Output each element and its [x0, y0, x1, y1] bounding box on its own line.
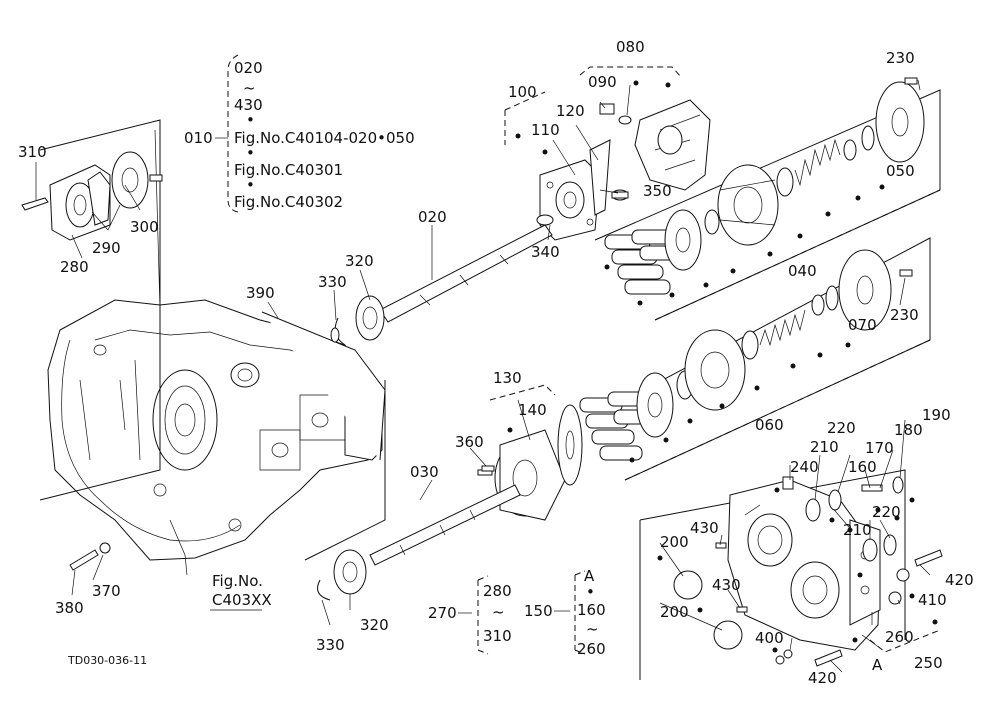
part-reference-dots — [507, 80, 938, 653]
label-190: 190 — [922, 406, 951, 424]
label-080: 080 — [616, 38, 645, 56]
motor-cylinder-060 — [579, 249, 913, 461]
label-250: 250 — [914, 654, 943, 672]
label-320-top: 320 — [345, 252, 374, 270]
label-010: 010 — [184, 129, 213, 147]
label-200-bottom: 200 — [660, 603, 689, 621]
label-390: 390 — [246, 284, 275, 302]
label-170: 170 — [865, 439, 894, 457]
label-150-first: A — [584, 567, 595, 585]
label-180: 180 — [894, 421, 923, 439]
label-150-tilde: ~ — [586, 620, 599, 638]
part-labels: 310 300 290 280 010 020 ~ 430 • Fig.No.C… — [18, 38, 974, 687]
label-010-tilde: ~ — [243, 79, 256, 97]
label-430-bottom: 430 — [712, 576, 741, 594]
label-160: 160 — [848, 458, 877, 476]
label-420-right: 420 — [945, 571, 974, 589]
label-290: 290 — [92, 239, 121, 257]
fasteners — [69, 191, 629, 571]
label-120: 120 — [556, 102, 585, 120]
label-110: 110 — [531, 121, 560, 139]
label-020: 020 — [418, 208, 447, 226]
label-360: 360 — [455, 433, 484, 451]
label-270: 270 — [428, 604, 457, 622]
label-330-bottom: 330 — [316, 636, 345, 654]
label-150-end: 260 — [577, 640, 606, 658]
label-070: 070 — [848, 316, 877, 334]
pump-cylinder-040 — [604, 77, 925, 295]
label-130: 130 — [493, 369, 522, 387]
label-010-bullet2: • — [246, 144, 255, 162]
label-330-top: 330 — [318, 273, 347, 291]
label-270-start: 280 — [483, 582, 512, 600]
label-150: 150 — [524, 602, 553, 620]
label-010-ref3: Fig.No.C40302 — [234, 193, 343, 211]
port-plate — [536, 139, 629, 241]
label-050: 050 — [886, 162, 915, 180]
cover-assembly-270 — [21, 151, 163, 241]
label-340: 340 — [531, 243, 560, 261]
spring-lower — [759, 309, 806, 347]
label-090: 090 — [588, 73, 617, 91]
input-shaft — [261, 224, 553, 461]
label-220-top: 220 — [827, 419, 856, 437]
label-430-top: 430 — [690, 519, 719, 537]
swash-plate-block — [599, 99, 711, 191]
label-210-bottom: 210 — [843, 521, 872, 539]
label-150-start: 160 — [577, 601, 606, 619]
label-220-bottom: 220 — [872, 503, 901, 521]
label-420-bottom: 420 — [808, 669, 837, 687]
label-010-ref1: Fig.No.C40104-020•050 — [234, 129, 415, 147]
label-260: 260 — [885, 628, 914, 646]
label-270-tilde: ~ — [492, 603, 505, 621]
label-040: 040 — [788, 262, 817, 280]
label-280: 280 — [60, 258, 89, 276]
label-010-range-end: 430 — [234, 96, 263, 114]
label-210-top: 210 — [810, 438, 839, 456]
label-150-bullet: • — [586, 583, 595, 601]
label-400: 400 — [755, 629, 784, 647]
label-270-end: 310 — [483, 627, 512, 645]
label-housing-ref-line1: Fig.No. — [212, 572, 263, 590]
label-320-bottom: 320 — [360, 616, 389, 634]
label-310: 310 — [18, 143, 47, 161]
label-200-top: 200 — [660, 533, 689, 551]
transmission-housing — [47, 299, 383, 561]
label-240: 240 — [790, 458, 819, 476]
label-010-ref2: Fig.No.C40301 — [234, 161, 343, 179]
drawing-code: TD030-036-11 — [67, 654, 147, 667]
label-380: 380 — [55, 599, 84, 617]
label-010-range-start: 020 — [234, 59, 263, 77]
label-410: 410 — [918, 591, 947, 609]
label-140: 140 — [518, 401, 547, 419]
label-060: 060 — [755, 416, 784, 434]
label-350: 350 — [643, 182, 672, 200]
label-010-bullet3: • — [246, 176, 255, 194]
end-cover-150 — [673, 476, 943, 667]
label-230-bottom: 230 — [890, 306, 919, 324]
spring-upper — [794, 138, 841, 187]
label-230-top: 230 — [886, 49, 915, 67]
label-A-bottom: A — [872, 656, 883, 674]
label-370: 370 — [92, 582, 121, 600]
label-300: 300 — [130, 218, 159, 236]
output-shaft — [317, 484, 521, 601]
label-030: 030 — [410, 463, 439, 481]
label-housing-ref-line2: C403XX — [212, 591, 272, 609]
group-outlines — [39, 54, 941, 680]
label-100: 100 — [508, 83, 537, 101]
pistons-lower — [579, 391, 657, 461]
leader-lines — [35, 79, 931, 673]
label-010-bullet1: • — [246, 111, 255, 129]
